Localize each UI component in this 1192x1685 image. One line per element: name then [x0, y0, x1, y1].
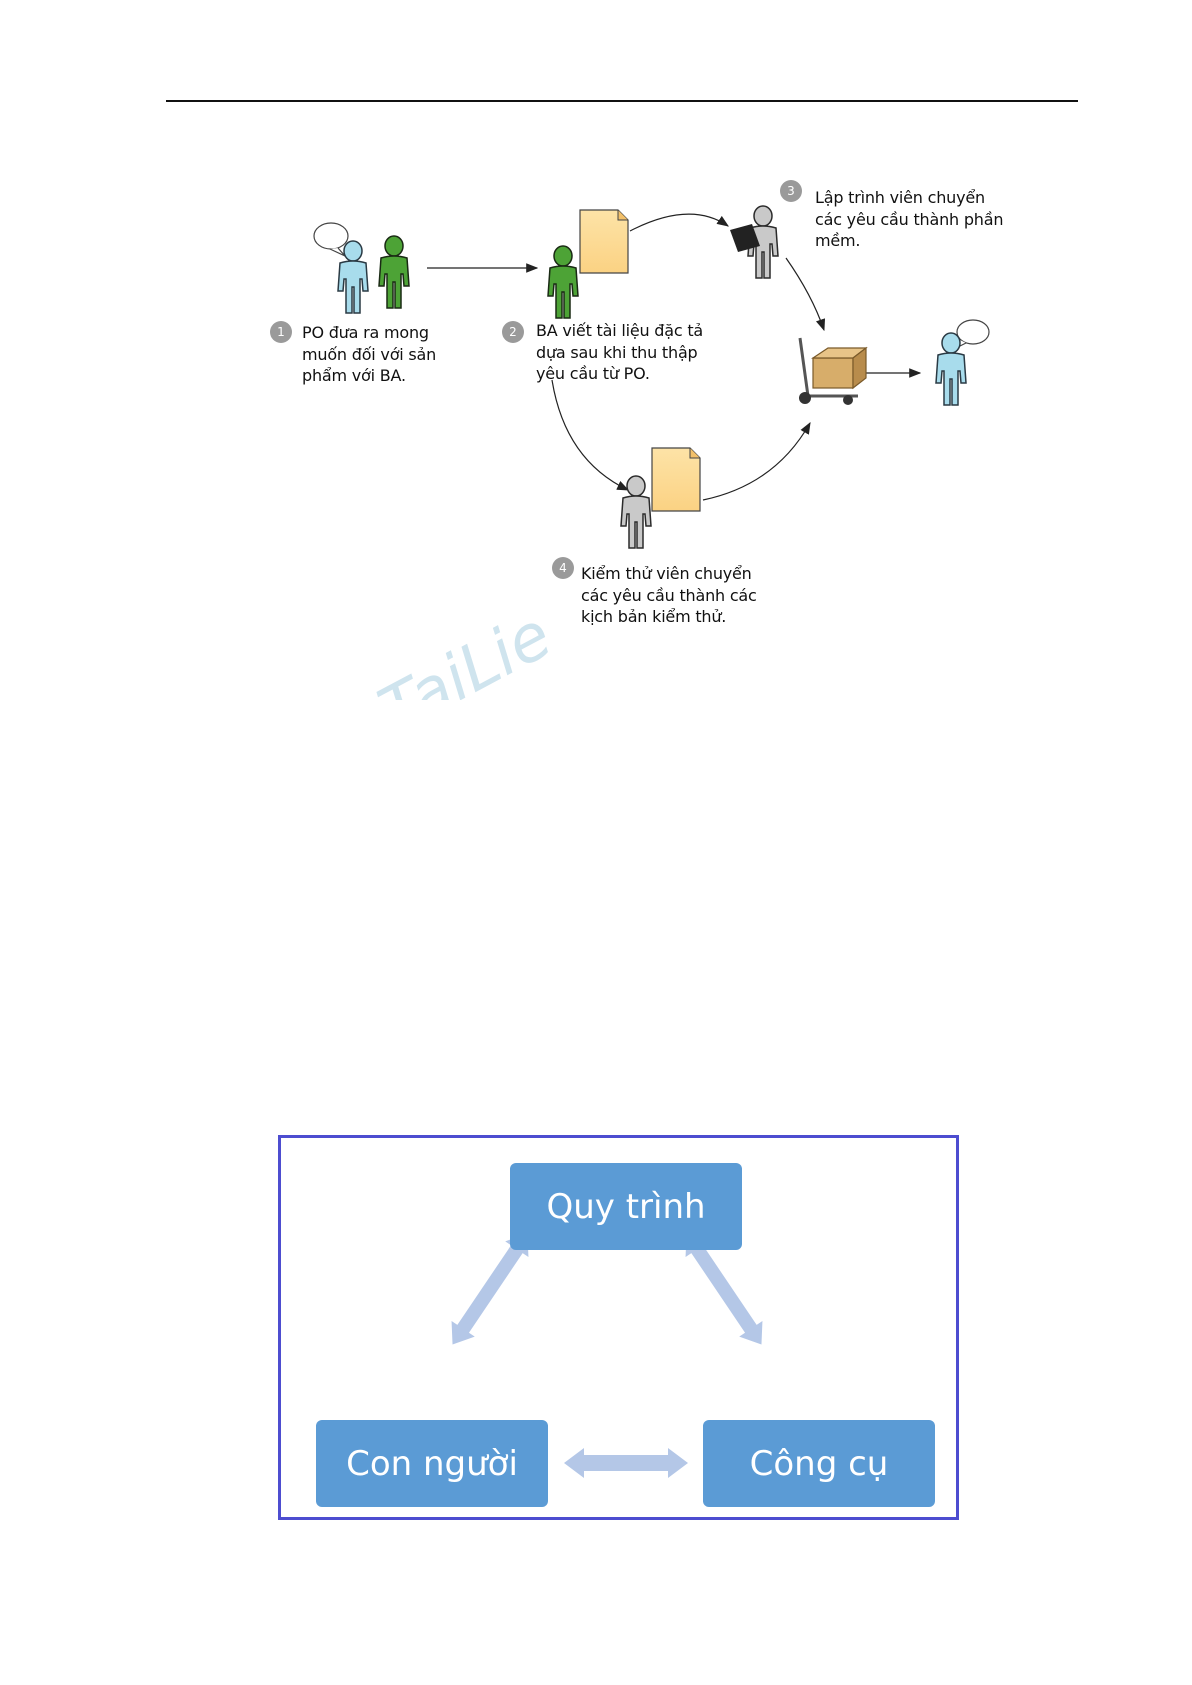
arrow-dev-to-product: [786, 258, 824, 330]
business-analyst-icon: [379, 236, 409, 308]
process-box: Quy trình: [510, 1163, 742, 1250]
step-2-badge: 2: [502, 321, 524, 343]
step-3-text: Lập trình viên chuyển các yêu cầu thành …: [815, 187, 1003, 252]
arrow-ba-to-tester: [552, 380, 628, 490]
step-3-badge: 3: [780, 180, 802, 202]
step-4-text: Kiểm thử viên chuyển các yêu cầu thành c…: [581, 563, 757, 628]
people-box: Con người: [316, 1420, 548, 1507]
arrow-tester-to-product: [703, 423, 810, 500]
hand-truck-box-icon: [799, 338, 866, 405]
step-1-text: PO đưa ra mong muốn đối với sản phẩm với…: [302, 322, 436, 387]
watermark: TaiLie: [368, 598, 564, 700]
process-people-tools-diagram: Quy trình Con người Công cụ: [278, 1135, 959, 1520]
product-owner-icon: [338, 241, 368, 313]
step-1-badge: 1: [270, 321, 292, 343]
business-analyst-writer-icon: [548, 246, 578, 318]
document-icon: [580, 210, 628, 273]
tools-box: Công cụ: [703, 1420, 935, 1507]
arrow-ba-to-dev: [630, 214, 728, 231]
document-icon: [652, 448, 700, 511]
step-4-badge: 4: [552, 557, 574, 579]
step-2-text: BA viết tài liệu đặc tả dựa sau khi thu …: [536, 320, 703, 385]
speech-bubble-icon: [314, 223, 348, 256]
tester-icon: [621, 476, 651, 548]
double-arrow-icon: [564, 1448, 688, 1478]
